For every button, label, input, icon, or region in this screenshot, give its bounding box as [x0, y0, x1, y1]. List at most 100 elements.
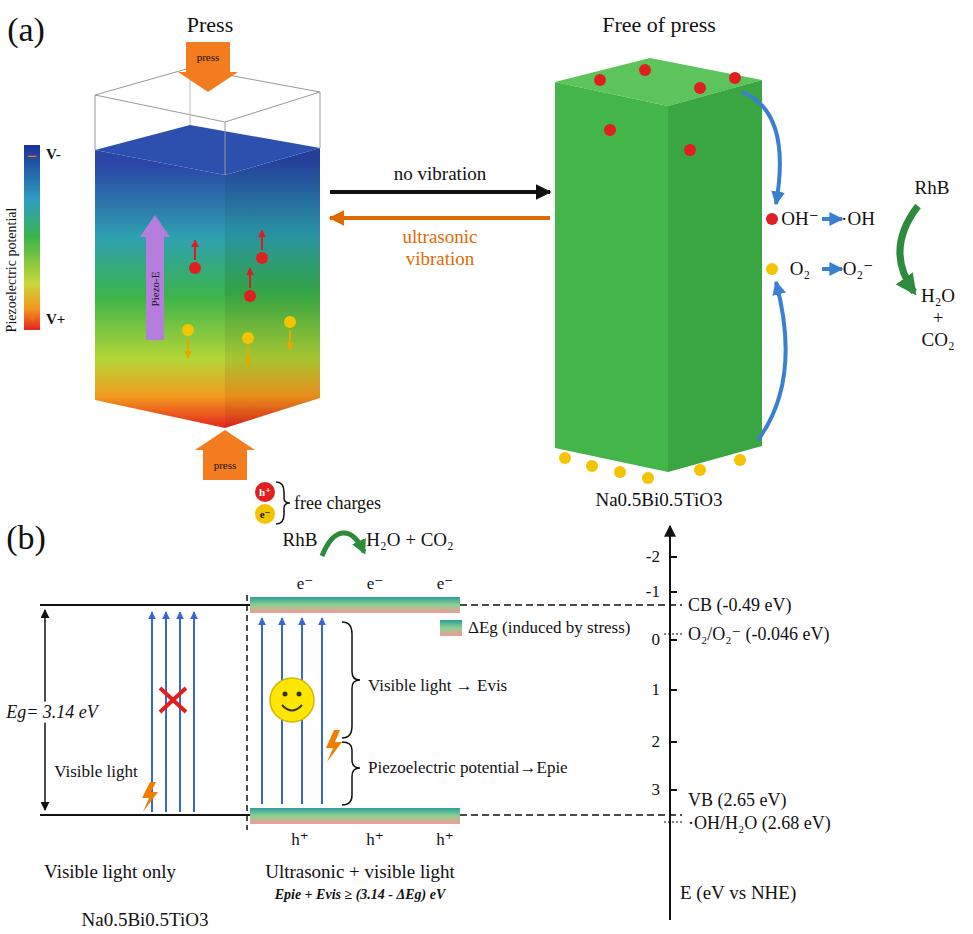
- gap-label: Eg= 3.14 eV: [4, 702, 100, 723]
- band-note: ΔEg (induced by stress): [468, 618, 630, 638]
- piezo-colorbar: [24, 145, 40, 330]
- free-charges: [249, 268, 251, 288]
- charge-label: e⁻: [297, 574, 314, 594]
- reaction-arrows: [742, 92, 780, 204]
- tick-label: 0: [652, 630, 661, 650]
- energy-note: Visible light → Evis: [368, 676, 507, 696]
- free-charges: [284, 316, 296, 328]
- lightning-symbol: [142, 730, 342, 812]
- panel-label: (a): [7, 10, 45, 49]
- press-arrow-shape: [178, 42, 238, 92]
- level-label: ·OH/H₂O (2.68 eV): [688, 813, 831, 834]
- condition-label: Visible light only: [44, 861, 176, 883]
- press-arrow: press: [178, 42, 238, 92]
- relaxed-cube: [684, 144, 696, 156]
- node-heading: Free of press: [550, 12, 768, 37]
- relaxed-cube: [555, 82, 668, 472]
- product-label: H₂O + CO₂: [914, 285, 962, 351]
- free-charges: [187, 338, 189, 358]
- field-arrow: Piezo-E: [140, 215, 170, 340]
- band-diagram: [664, 821, 684, 822]
- relaxed-cube: [694, 464, 706, 476]
- field-arrow-shape: [140, 215, 170, 340]
- band-diagram: [40, 604, 250, 606]
- charge-label: e⁻: [367, 574, 384, 594]
- band-diagram: [670, 639, 677, 641]
- tick-label: 3: [652, 780, 661, 800]
- stressed-cube: [95, 150, 225, 428]
- charge-label: h⁺: [259, 486, 271, 499]
- reaction-arrows: [758, 282, 786, 440]
- edge-label: no vibration: [394, 163, 486, 185]
- species-label: ·OH: [841, 208, 875, 230]
- charge-label: e⁻: [437, 574, 454, 594]
- free-charges: [289, 330, 291, 350]
- material-label: Na0.5Bi0.5TiO3: [81, 909, 208, 931]
- free-charges: [255, 504, 275, 524]
- band-diagram: [40, 814, 250, 816]
- free-charges: [182, 324, 194, 336]
- condition-formula: Epie + Evis ≥ (3.14 - ΔEg) eV: [275, 887, 446, 903]
- level-label: VB (2.65 eV): [688, 790, 786, 811]
- legend-note: free charges: [294, 493, 381, 514]
- transition-arrow: [330, 216, 550, 220]
- light-arrows: [261, 618, 263, 804]
- light-arrows: [152, 612, 322, 812]
- species-label: RhB: [283, 529, 318, 551]
- free-charges: [256, 252, 268, 264]
- blocked-mark: [160, 688, 186, 712]
- light-arrows: [193, 612, 195, 812]
- piezo-colorbar: [24, 145, 40, 330]
- free-charges: [242, 332, 254, 344]
- reaction-arrows: [766, 263, 778, 275]
- potential-label: V+: [46, 311, 65, 328]
- band-diagram: [246, 595, 248, 830]
- smiley-face: [270, 678, 314, 722]
- level-label: O₂/O₂⁻ (-0.046 eV): [688, 624, 830, 645]
- free-charges: [247, 346, 249, 366]
- edge-label: ultrasonic vibration: [384, 226, 496, 270]
- free-charges: [261, 230, 263, 250]
- node-heading: Press: [90, 12, 330, 37]
- relaxed-cube: [694, 82, 706, 94]
- light-arrows: [179, 612, 181, 812]
- relaxed-cube: [604, 124, 616, 136]
- lightning-symbol: [326, 730, 342, 762]
- blocked-mark: [160, 688, 186, 712]
- stressed-cube: [225, 122, 226, 175]
- smiley-face: [270, 678, 314, 722]
- press-arrow-shape: [195, 430, 255, 480]
- band-diagram: [669, 526, 671, 920]
- stressed-cube: [225, 148, 320, 428]
- relaxed-cube: [668, 80, 762, 472]
- smiley-face: [283, 692, 288, 697]
- band-diagram: [670, 689, 677, 691]
- charge-label: h⁺: [291, 830, 308, 850]
- band-diagram: [250, 808, 460, 824]
- press-arrow-shape: [178, 42, 238, 92]
- charge-label: h⁺: [366, 830, 383, 850]
- relaxed-cube: [594, 74, 606, 86]
- charge-label: h⁺: [436, 830, 453, 850]
- axis-label: E (eV vs NHE): [680, 882, 796, 904]
- tick-label: 1: [652, 680, 661, 700]
- relaxed-cube: [734, 454, 746, 466]
- band-diagram: [460, 604, 682, 606]
- free-charges: [182, 230, 296, 524]
- sign-label: +: [27, 309, 36, 327]
- node-heading: Piezo-E: [149, 272, 162, 307]
- energy-note: Piezoelectric potential→Epie: [368, 758, 568, 778]
- tick-label: -1: [646, 582, 660, 602]
- band-diagram: [670, 591, 677, 593]
- light-label: Visible light: [52, 762, 140, 782]
- reaction-arrows: [766, 213, 778, 225]
- free-charges: [276, 482, 290, 524]
- species-label: O₂⁻: [843, 258, 873, 280]
- band-diagram: [342, 622, 360, 738]
- relaxed-cube: [642, 472, 654, 484]
- stressed-cube: [95, 95, 96, 150]
- species-label: OH⁻: [781, 208, 818, 230]
